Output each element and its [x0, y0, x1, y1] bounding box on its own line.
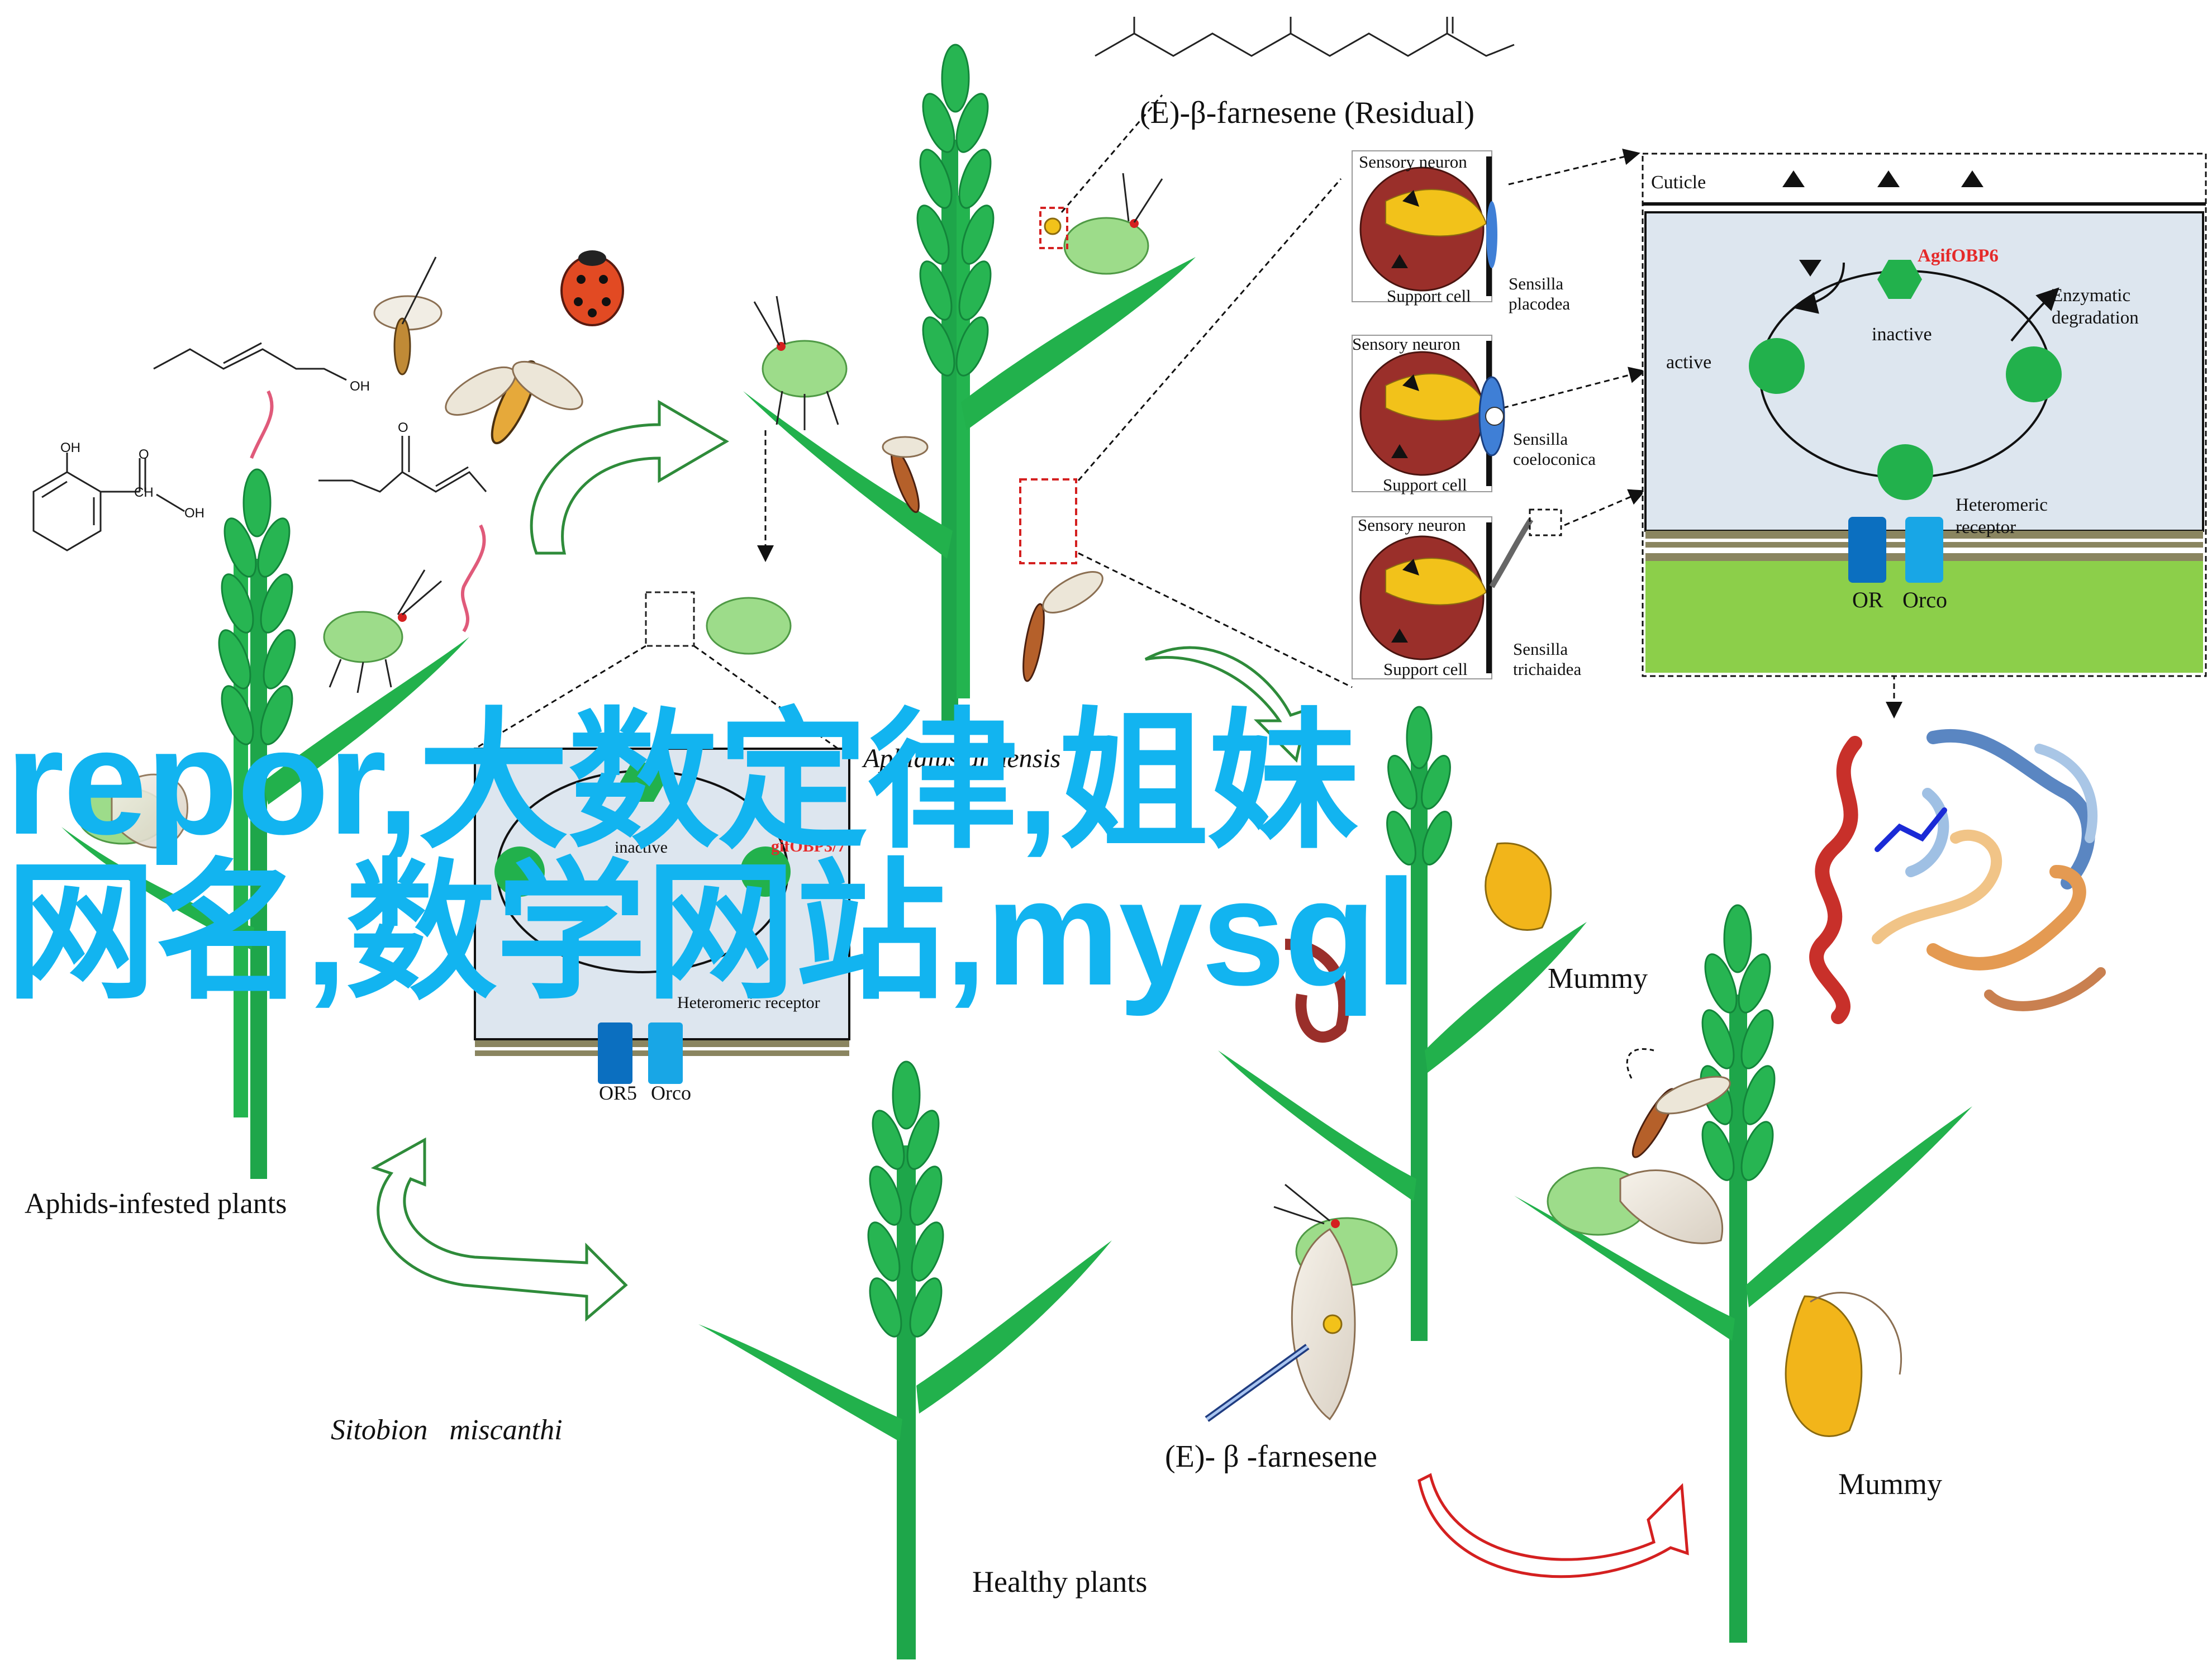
label-farnesene-bottom: (E)- β -farnesene [1165, 1439, 1377, 1474]
label-healthy-plants: Healthy plants [972, 1565, 1148, 1599]
label-sensilla-placodea: Sensilla placodea [1509, 274, 1571, 313]
mummy-plant-mid [1218, 706, 1587, 1341]
label-left-orco: Orco [651, 1082, 691, 1104]
cell-diagram-left [474, 748, 850, 1084]
label-sensory-neuron-3: Sensory neuron [1358, 515, 1466, 535]
label-active: active [1666, 352, 1712, 373]
label-orco: Orco [1902, 587, 1947, 612]
mummy-icon-mid [1285, 842, 1552, 1043]
label-heteromeric-receptor: Heteromeric receptor [1956, 495, 2048, 538]
label-or: OR [1852, 587, 1883, 612]
overlay-title-line-2: 网名,数学网站,mysql [6, 849, 1417, 1017]
label-aphidius: Aphidius gifuensis [863, 744, 1061, 773]
label-support-cell-3: Support cell [1383, 659, 1468, 679]
chem-label-oh-1: OH [60, 440, 80, 455]
label-inactive: inactive [1872, 324, 1932, 345]
label-agif-obp6: AgifOBP6 [1918, 246, 1999, 266]
label-cuticle: Cuticle [1651, 172, 1706, 193]
infested-plant-left [61, 468, 469, 1179]
healthy-plant [698, 1060, 1112, 1659]
aphid-center-2 [1039, 173, 1163, 275]
label-support-cell-1: Support cell [1387, 286, 1471, 306]
aphid-left-1 [323, 569, 442, 693]
label-sensilla-trichaidea: Sensilla trichaidea [1513, 639, 1582, 679]
aphid-left-2 [77, 773, 188, 849]
mummy-plant-right [1514, 904, 1972, 1643]
chem-label-o-2: O [398, 420, 408, 435]
label-left-inactive: inactive [615, 838, 668, 857]
label-sitobion: Sitobion miscanthi [331, 1414, 563, 1446]
odor-trail-1 [250, 390, 274, 459]
cell-diagram [1642, 153, 2207, 677]
chem-label-o-1: O [139, 447, 149, 462]
parasitoid-wasp-icon [373, 256, 443, 375]
label-mummy-mid: Mummy [1548, 963, 1648, 995]
overlay-title-line-1: repor,大数定律,姐妹 [6, 698, 1358, 866]
label-enzymatic-degradation: Enzymatic degradation [2052, 286, 2139, 328]
label-aphids-infested: Aphids-infested plants [25, 1188, 287, 1220]
label-sensilla-coeloconica: Sensilla coeloconica [1513, 429, 1596, 469]
chem-label-ch: CH [134, 485, 154, 500]
arrow-green-mid [1144, 646, 1310, 763]
wasp-right [1626, 1048, 1731, 1158]
sensilla-panels [1352, 150, 1562, 679]
arrow-red-bottom [1417, 1473, 1689, 1578]
label-mummy-right: Mummy [1838, 1467, 1943, 1501]
label-sensory-neuron-1: Sensory neuron [1359, 152, 1467, 172]
ladybug-icon [560, 250, 624, 326]
mummy-icon-right [1785, 1292, 1902, 1438]
hoverfly-icon [445, 360, 583, 445]
label-or5: OR5 [599, 1082, 638, 1104]
label-left-obp: gifOBP3/7 [771, 837, 846, 855]
chem-label-oh-3: OH [350, 379, 370, 394]
odor-trail-2 [460, 524, 486, 632]
chem-label-oh-2: OH [184, 506, 204, 521]
chemical-structures-left [32, 17, 1515, 551]
aphid-center-1 [753, 296, 848, 430]
obp-protein-structure [1809, 729, 2106, 1024]
aphid-center-3 [645, 591, 792, 655]
label-left-receptor: Heteromeric receptor [677, 993, 820, 1012]
arrow-green-top [530, 399, 729, 555]
wasp-center [882, 436, 1103, 682]
aphid-right-2 [1547, 1167, 1723, 1244]
infested-plant-center [743, 44, 1196, 721]
label-support-cell-2: Support cell [1383, 475, 1467, 494]
label-farnesene-residual: (E)-β-farnesene (Residual) [1140, 96, 1475, 130]
arrow-green-bottom [370, 1137, 628, 1322]
label-sensory-neuron-2: Sensory neuron [1352, 334, 1461, 354]
aphid-right-1 [1205, 1183, 1398, 1422]
